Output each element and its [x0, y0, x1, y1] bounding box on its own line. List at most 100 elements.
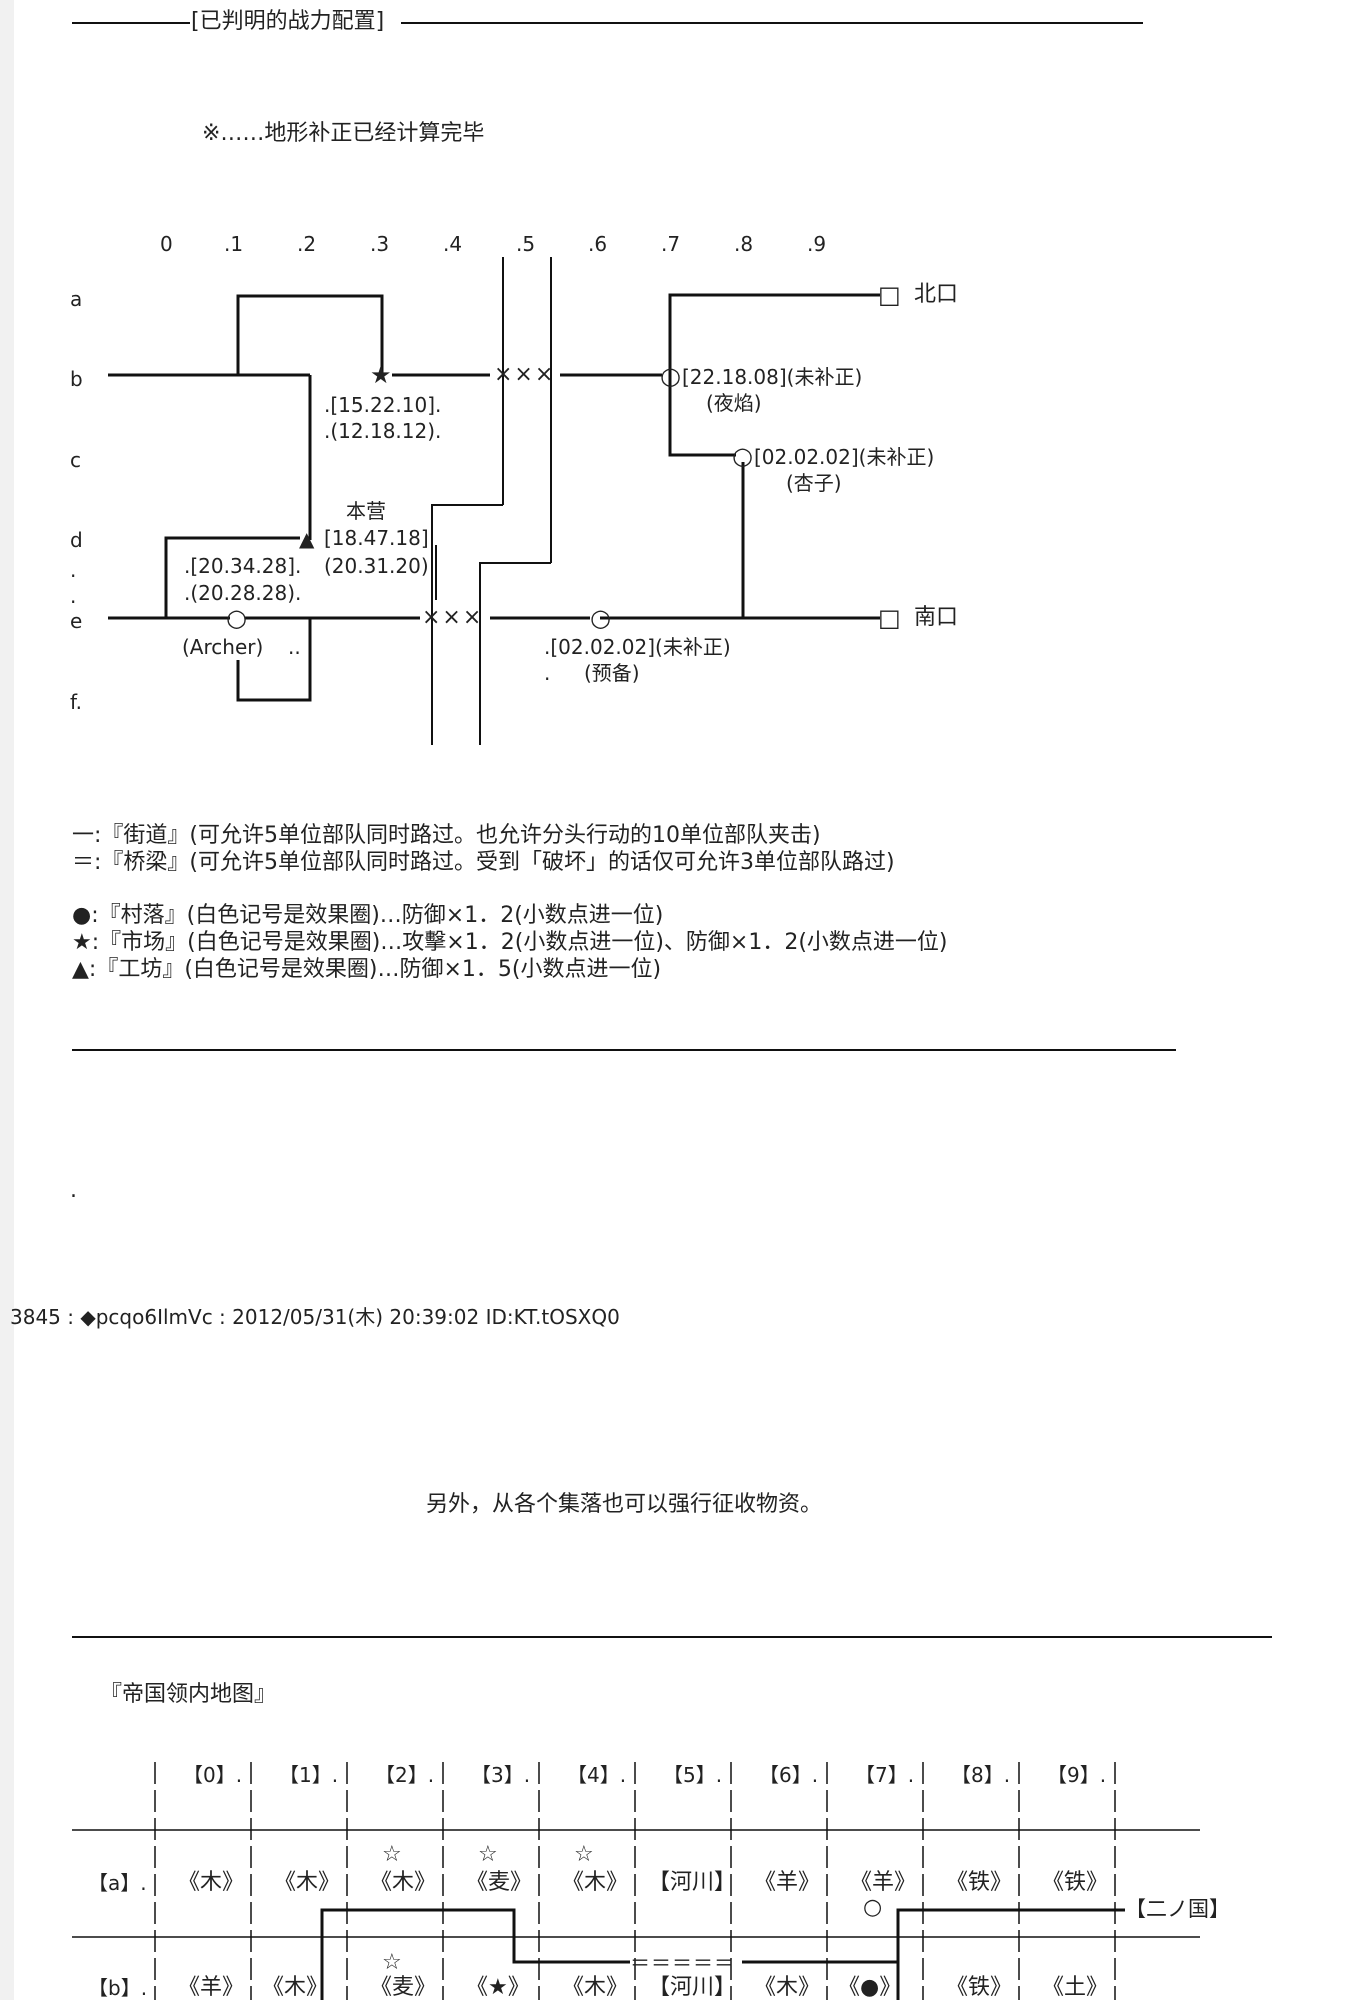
divider: [72, 1636, 1272, 1638]
map2-col-header: 【0】.: [183, 1763, 243, 1787]
market-star-icon: ★: [370, 361, 392, 389]
post-header: 3845 : ◆pcqo6IlmVc : 2012/05/31(木) 20:39…: [10, 1305, 620, 1329]
village-circle-icon: ○: [863, 1895, 883, 1920]
dots: ..: [288, 635, 301, 659]
row-label: b: [70, 367, 83, 391]
river-line: [479, 562, 551, 745]
map2-cell: 《羊》: [754, 1870, 821, 1895]
map2-cell: 《木》: [754, 1975, 821, 2000]
map2-cell-mark: ☆: [574, 1842, 594, 1867]
map2-row-label: 【a】.: [88, 1871, 147, 1895]
north-exit-label: 北口: [914, 282, 959, 307]
col-label: 0: [160, 232, 173, 256]
map2-cell: 《木》: [262, 1975, 329, 2000]
unit-value: .[02.02.02](未补正): [544, 635, 731, 659]
map2-cell: 《木》: [562, 1975, 629, 2000]
map2-col-header: 【9】.: [1047, 1763, 1107, 1787]
exit-square-icon: □: [878, 604, 901, 632]
map2-cell: 《木》: [178, 1870, 245, 1895]
map2-cell: 《铁》: [1042, 1870, 1109, 1895]
legend-workshop: ▲:『工坊』(白色记号是效果圈)…防御×1．5(小数点进一位): [72, 957, 662, 982]
bridge-crossing: ×××: [494, 362, 556, 387]
row-label: .: [70, 584, 77, 608]
map2-cell: 《羊》: [850, 1870, 917, 1895]
legend-market: ★:『市场』(白色记号是效果圈)…攻擊×1．2(小数点进一位)、防御×1．2(小…: [72, 930, 948, 955]
map2-cell: 《木》: [274, 1870, 341, 1895]
map2-cell-mark: ☆: [382, 1842, 402, 1867]
map2-cell: 《铁》: [946, 1870, 1013, 1895]
divider: [401, 22, 1143, 24]
bridge-crossing: ＝＝＝＝＝: [630, 1951, 735, 1975]
unit-value: (20.31.20): [324, 554, 429, 578]
unit-value: .(20.28.28).: [184, 581, 302, 605]
map2-cell: 《土》: [1042, 1975, 1109, 2000]
village-circle-icon: ○: [590, 604, 611, 632]
col-label: .3: [370, 232, 390, 256]
map2-row-label: 【b】.: [88, 1976, 148, 2000]
divider: [72, 1049, 1176, 1051]
unit-name: (夜焰): [706, 391, 762, 415]
map2-cell: 《●》: [838, 1975, 902, 2000]
col-label: .2: [297, 232, 317, 256]
unit-value: .[20.34.28].: [184, 554, 302, 578]
village-circle-icon: ○: [660, 362, 681, 390]
stray-dot: .: [70, 1178, 77, 1203]
divider: [72, 22, 190, 24]
post-body: 另外，从各个集落也可以强行征收物资。: [426, 1492, 823, 1517]
unit-value: [18.47.18]: [324, 526, 429, 550]
map2-cell-mark: ☆: [478, 1842, 498, 1867]
row-label: f.: [70, 690, 82, 714]
col-label: .6: [588, 232, 608, 256]
row-label: c: [70, 448, 81, 472]
unit-value: [22.18.08](未补正): [682, 365, 863, 389]
village-circle-icon: ○: [732, 442, 753, 470]
unit-name: (Archer): [182, 635, 264, 659]
map2-cell: 【河川】: [648, 1975, 737, 2000]
map2-col-header: 【4】.: [567, 1763, 627, 1787]
map2-title: 『帝国领内地图』: [100, 1682, 277, 1707]
map2-cell: 《★》: [466, 1975, 530, 2000]
map2-cell: 《麦》: [466, 1870, 533, 1895]
map2-cell: 《木》: [370, 1870, 437, 1895]
map2-col-header: 【7】.: [855, 1763, 915, 1787]
legend-bridge: ＝:『桥梁』(可允许5单位部队同时路过。受到「破坏」的话仅可允许3单位部队路过): [72, 850, 895, 875]
col-label: .5: [516, 232, 536, 256]
col-label: .1: [224, 232, 244, 256]
unit-name: (杏子): [786, 471, 842, 495]
dots: .: [544, 661, 551, 685]
row-label: e: [70, 609, 83, 633]
unit-value: .(12.18.12).: [324, 419, 442, 443]
terrain-note: ※……地形补正已经计算完毕: [202, 121, 485, 146]
map2-cell: 《羊》: [178, 1975, 245, 2000]
section-title: [已判明的战力配置]: [191, 9, 385, 34]
legend-road: 一:『街道』(可允许5单位部队同时路过。也允许分头行动的10单位部队夹击): [72, 823, 821, 848]
river-line: [431, 504, 503, 745]
map2-cell-mark: ☆: [382, 1950, 402, 1975]
exit-square-icon: □: [878, 281, 901, 309]
col-label: .8: [734, 232, 754, 256]
bridge-crossing: ×××: [422, 605, 484, 630]
col-label: .9: [807, 232, 827, 256]
unit-name: (预备): [584, 661, 640, 685]
map2-col-header: 【1】.: [279, 1763, 339, 1787]
row-label: d: [70, 528, 83, 552]
map2-cell: 《麦》: [370, 1975, 437, 2000]
row-label: a: [70, 287, 83, 311]
page-left-gutter: [0, 0, 14, 2000]
map2-col-header: 【5】.: [663, 1763, 723, 1787]
map2-col-header: 【6】.: [759, 1763, 819, 1787]
map2-col-header: 【2】.: [375, 1763, 435, 1787]
exit-label: 【二ノ国】: [1125, 1897, 1230, 1921]
col-label: .7: [661, 232, 681, 256]
map2-col-header: 【3】.: [471, 1763, 531, 1787]
map2-cell: 《木》: [562, 1870, 629, 1895]
workshop-triangle-icon: ▲: [299, 527, 315, 551]
unit-value: [02.02.02](未补正): [754, 445, 935, 469]
headquarters-label: 本营: [346, 499, 386, 523]
south-exit-label: 南口: [914, 605, 959, 630]
map2-col-header: 【8】.: [951, 1763, 1011, 1787]
map2-cell: 【河川】: [648, 1870, 737, 1895]
unit-value: .[15.22.10].: [324, 393, 442, 417]
